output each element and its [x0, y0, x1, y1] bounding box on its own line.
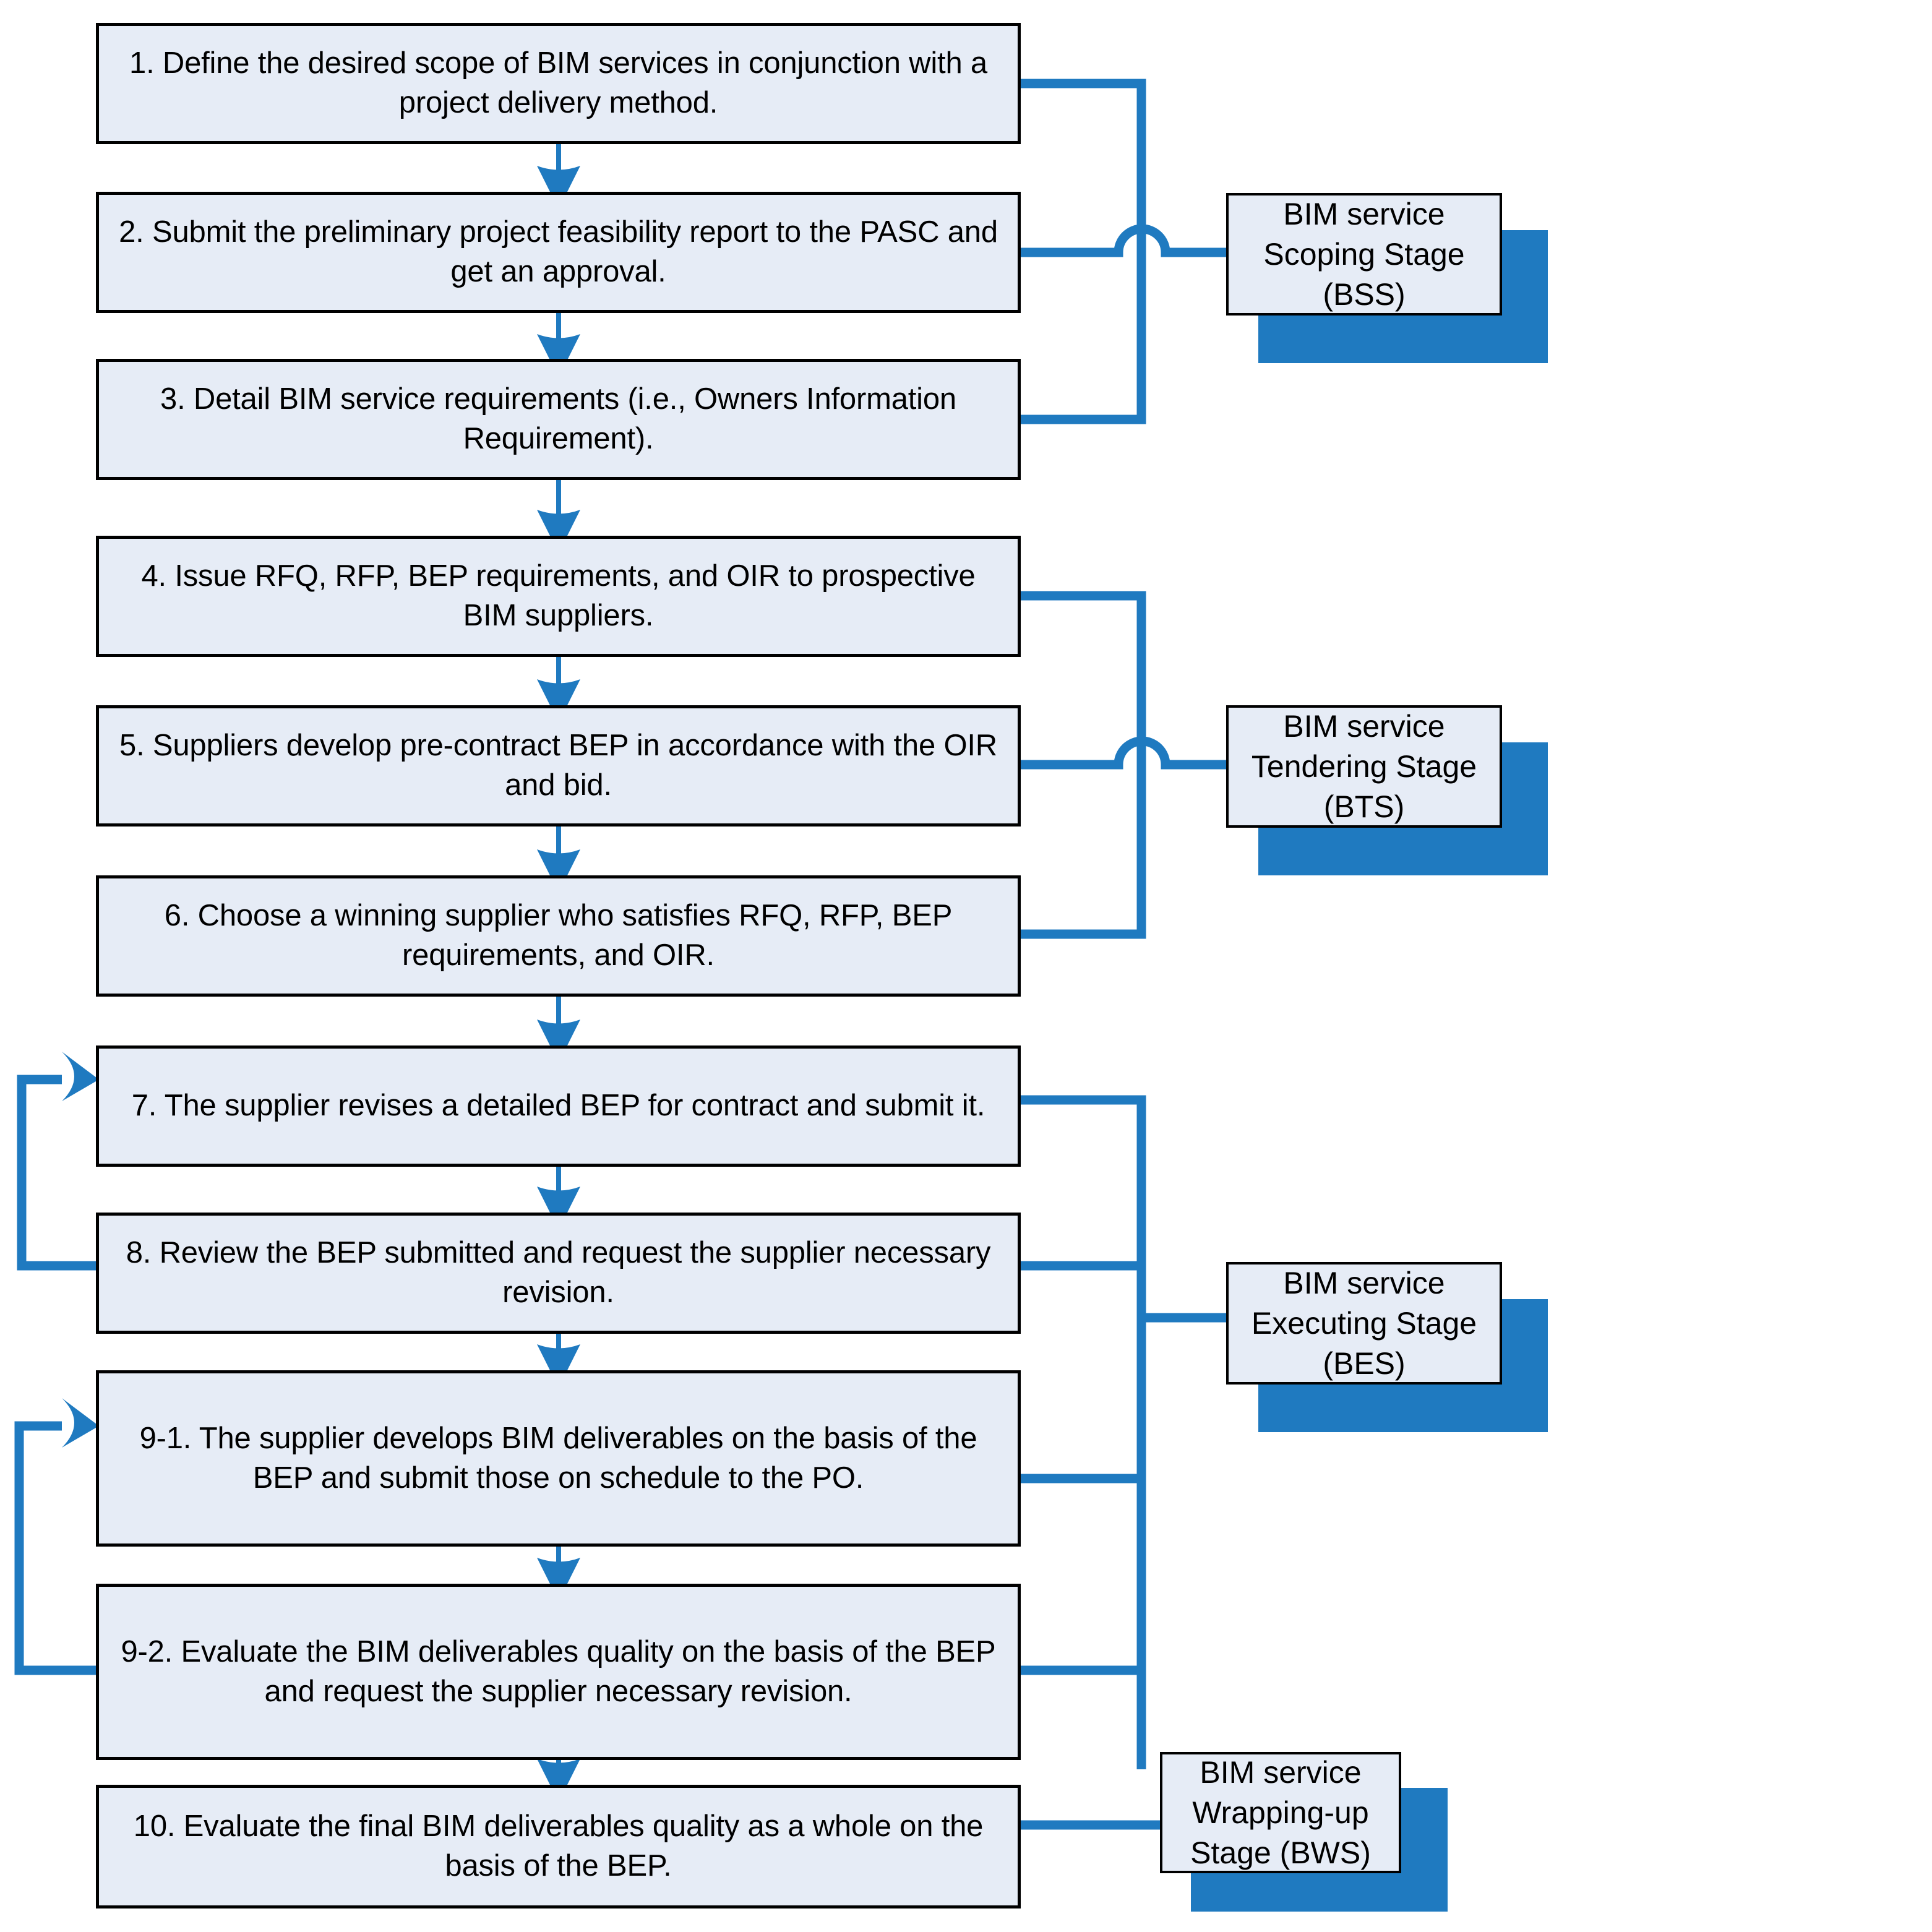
- process-step-3[interactable]: 3. Detail BIM service requirements (i.e.…: [96, 359, 1021, 480]
- process-step-5-label: 5. Suppliers develop pre-contract BEP in…: [119, 729, 997, 802]
- process-step-9-2-label: 9-2. Evaluate the BIM deliverables quali…: [121, 1634, 996, 1708]
- process-step-7-label: 7. The supplier revises a detailed BEP f…: [131, 1089, 985, 1123]
- flow-arrow-9-1-to-9-2: [537, 1547, 580, 1601]
- flow-arrow-6-to-7: [537, 997, 580, 1063]
- process-step-9-2[interactable]: 9-2. Evaluate the BIM deliverables quali…: [96, 1584, 1021, 1760]
- feedback-loop-8-to-7: [17, 1052, 99, 1271]
- flow-arrow-1-to-2: [537, 144, 580, 209]
- stage-bracket-bss: [1021, 79, 1226, 424]
- stage-bss-line2: (BSS): [1323, 277, 1406, 312]
- flow-arrow-9-2-to-10: [537, 1759, 580, 1802]
- stage-bes-line2: (BES): [1323, 1346, 1406, 1381]
- process-step-2-label: 2. Submit the preliminary project feasib…: [119, 215, 998, 288]
- process-step-8[interactable]: 8. Review the BEP submitted and request …: [96, 1213, 1021, 1334]
- process-step-2[interactable]: 2. Submit the preliminary project feasib…: [96, 192, 1021, 313]
- flow-arrow-2-to-3: [537, 313, 580, 377]
- stage-bes[interactable]: BIM service Executing Stage (BES): [1226, 1262, 1548, 1432]
- stage-bracket-bts: [1021, 591, 1226, 939]
- feedback-loop-9-2-to-9-1: [14, 1398, 99, 1675]
- process-step-10-label: 10. Evaluate the final BIM deliverables …: [133, 1810, 984, 1883]
- stage-bss-line1: BIM service Scoping Stage: [1263, 196, 1465, 272]
- stage-bes-line1: BIM service Executing Stage: [1251, 1265, 1477, 1341]
- flow-arrow-4-to-5: [537, 657, 580, 723]
- process-step-3-label: 3. Detail BIM service requirements (i.e.…: [160, 382, 956, 455]
- process-step-8-label: 8. Review the BEP submitted and request …: [126, 1236, 991, 1309]
- process-step-6-label: 6. Choose a winning supplier who satisfi…: [164, 899, 953, 972]
- stage-bracket-bes: [1021, 1095, 1226, 1769]
- flow-arrow-7-to-8: [537, 1167, 580, 1230]
- process-step-7[interactable]: 7. The supplier revises a detailed BEP f…: [96, 1045, 1021, 1167]
- process-step-5[interactable]: 5. Suppliers develop pre-contract BEP in…: [96, 705, 1021, 826]
- stage-bts-line1: BIM service Tendering Stage: [1251, 708, 1477, 784]
- flow-arrow-5-to-6: [537, 826, 580, 893]
- stage-bws-label: BIM service Wrapping-up Stage (BWS): [1174, 1753, 1388, 1873]
- flow-arrow-3-to-4: [537, 480, 580, 553]
- process-step-1-label: 1. Define the desired scope of BIM servi…: [129, 46, 987, 119]
- stage-bes-box[interactable]: BIM service Executing Stage (BES): [1226, 1262, 1502, 1385]
- stage-bws-line2: Stage (BWS): [1190, 1835, 1371, 1870]
- process-step-1[interactable]: 1. Define the desired scope of BIM servi…: [96, 23, 1021, 144]
- process-step-10[interactable]: 10. Evaluate the final BIM deliverables …: [96, 1785, 1021, 1908]
- process-step-4[interactable]: 4. Issue RFQ, RFP, BEP requirements, and…: [96, 536, 1021, 657]
- stage-bts-box[interactable]: BIM service Tendering Stage (BTS): [1226, 705, 1502, 828]
- stage-bss[interactable]: BIM service Scoping Stage (BSS): [1226, 193, 1548, 363]
- process-step-9-1[interactable]: 9-1. The supplier develops BIM deliverab…: [96, 1370, 1021, 1547]
- stage-bts-label: BIM service Tendering Stage (BTS): [1240, 706, 1488, 827]
- stage-bes-label: BIM service Executing Stage (BES): [1240, 1263, 1488, 1384]
- stage-bws-line1: BIM service Wrapping-up: [1192, 1754, 1369, 1830]
- process-step-9-1-label: 9-1. The supplier develops BIM deliverab…: [139, 1421, 977, 1495]
- stage-bws-box[interactable]: BIM service Wrapping-up Stage (BWS): [1160, 1752, 1401, 1873]
- stage-bws[interactable]: BIM service Wrapping-up Stage (BWS): [1160, 1752, 1448, 1913]
- stage-bts[interactable]: BIM service Tendering Stage (BTS): [1226, 705, 1548, 875]
- stage-bss-label: BIM service Scoping Stage (BSS): [1240, 194, 1488, 315]
- stage-bss-box[interactable]: BIM service Scoping Stage (BSS): [1226, 193, 1502, 316]
- process-step-6[interactable]: 6. Choose a winning supplier who satisfi…: [96, 875, 1021, 997]
- process-step-4-label: 4. Issue RFQ, RFP, BEP requirements, and…: [141, 559, 976, 632]
- stage-bts-line2: (BTS): [1323, 789, 1405, 824]
- flow-arrow-8-to-9-1: [537, 1334, 580, 1388]
